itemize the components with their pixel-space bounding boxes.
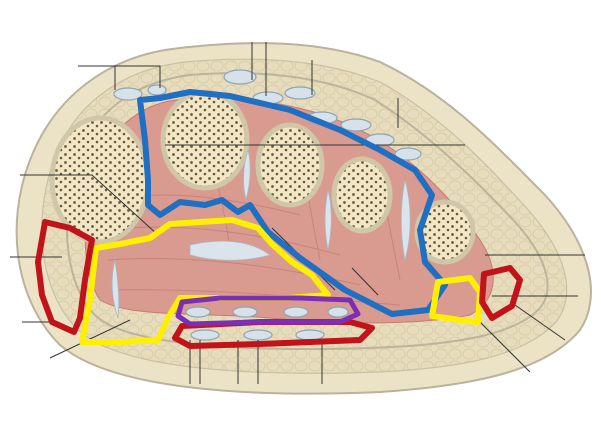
region-yellow-large-outline bbox=[79, 217, 331, 345]
highlight-outlines bbox=[35, 89, 523, 349]
tendon bbox=[243, 329, 273, 341]
bone-5 bbox=[414, 199, 476, 265]
tendon bbox=[190, 329, 220, 341]
region-red-left-outline bbox=[35, 219, 95, 335]
tendon bbox=[394, 147, 422, 161]
leader-line bbox=[477, 319, 531, 373]
leader-line bbox=[78, 65, 161, 88]
tendon bbox=[283, 306, 309, 318]
region-red-right-outline bbox=[479, 265, 523, 321]
region-purple-outline bbox=[175, 295, 361, 327]
plantar-tendons bbox=[185, 306, 349, 341]
bone-3 bbox=[255, 122, 325, 208]
tendon bbox=[284, 86, 316, 100]
bone-4 bbox=[331, 156, 393, 234]
leader-line bbox=[514, 304, 566, 341]
tendon bbox=[223, 69, 257, 85]
bone-1 bbox=[49, 115, 151, 245]
tendon bbox=[185, 306, 211, 318]
tendon bbox=[232, 306, 258, 318]
leader-line bbox=[351, 267, 379, 296]
region-blue-outline bbox=[137, 89, 448, 317]
tendon bbox=[340, 118, 372, 132]
tendon bbox=[113, 87, 143, 101]
interosseous-tendons bbox=[111, 148, 411, 319]
tendon bbox=[295, 329, 325, 341]
bone-2 bbox=[160, 89, 250, 191]
region-yellow-small-outline bbox=[429, 275, 483, 325]
tendon bbox=[147, 84, 167, 96]
leader-line bbox=[20, 174, 159, 236]
tendon bbox=[327, 306, 349, 318]
